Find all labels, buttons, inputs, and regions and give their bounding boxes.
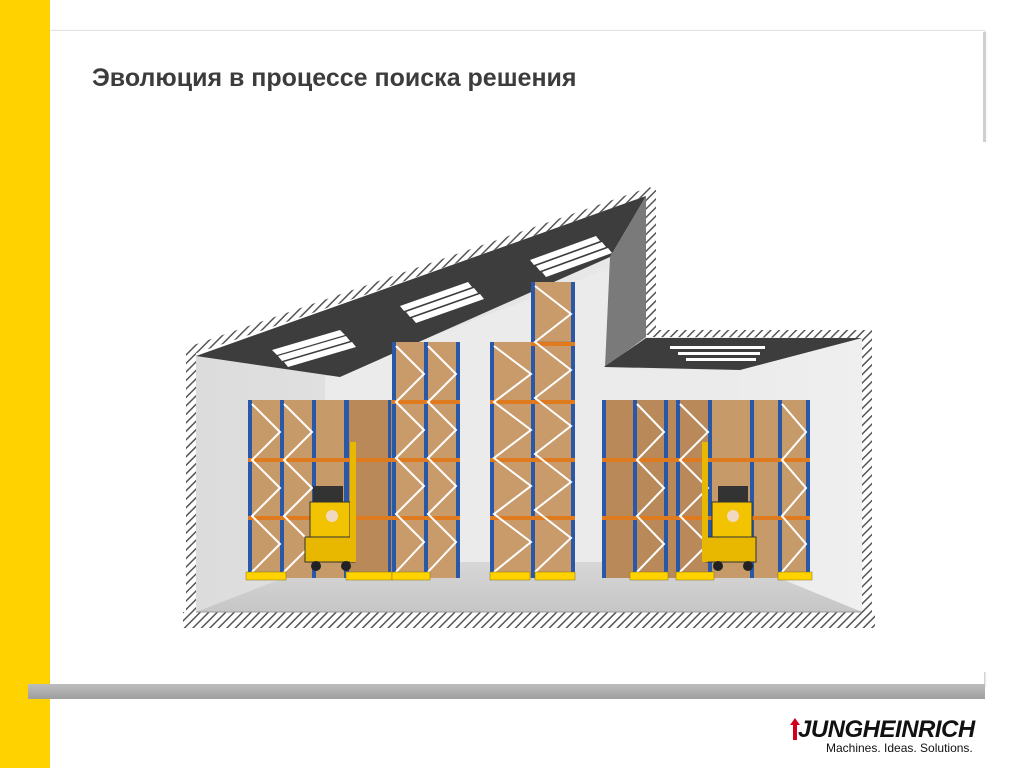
card-edge [983, 32, 986, 142]
footer-bar [28, 684, 985, 699]
accent-sidebar [0, 0, 50, 768]
slide-title: Эволюция в процессе поиска решения [92, 64, 577, 92]
forklift-icon [702, 442, 757, 571]
warehouse-illustration [50, 142, 1000, 672]
logo-brand: JUNGHEINRICH [798, 716, 975, 743]
company-logo: JUNGHEINRICH Machines. Ideas. Solutions. [790, 716, 982, 758]
forklift-icon [304, 442, 356, 571]
red-arrow-icon [790, 718, 800, 740]
logo-tagline: Machines. Ideas. Solutions. [826, 741, 973, 755]
